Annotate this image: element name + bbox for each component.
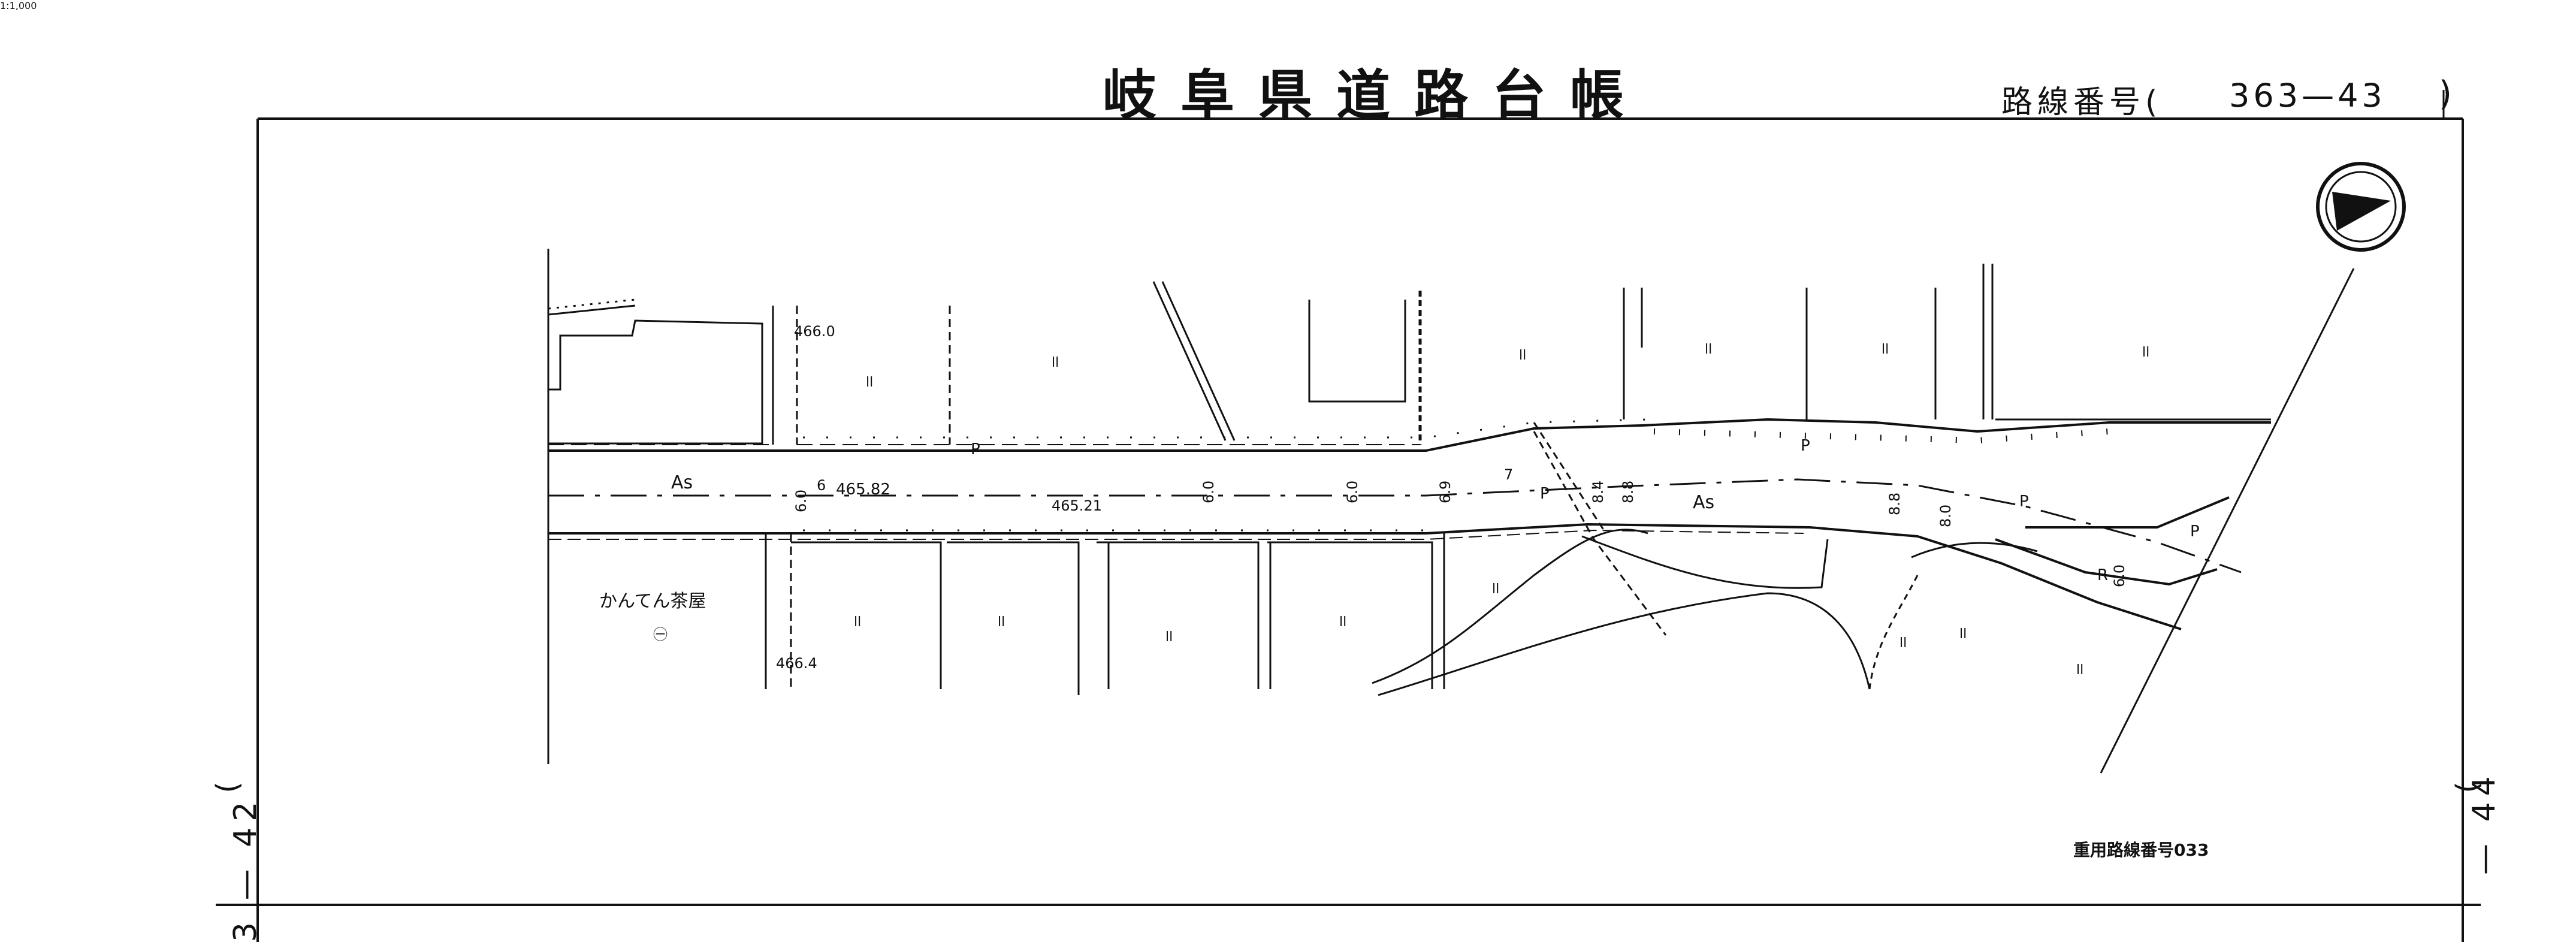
width-1: 6 [817,477,826,494]
landuse-mark: ll [1519,348,1526,363]
landuse-mark: ll [1165,630,1173,645]
sidewalk-label-2: P [1540,485,1550,503]
building-outline [547,298,763,445]
map-scale: 1:1,000 [0,0,37,11]
surface-label-1: As [671,472,693,493]
river-banks [1372,422,2038,696]
parcel-lines [772,264,2271,445]
parcel-lines-south [765,533,1445,695]
sidewalk-label-4: P [2019,493,2029,511]
width-3: 6.0 [1344,481,1361,503]
width-2: 6.0 [1200,481,1217,503]
sidewalk-label-5: P [2190,523,2200,541]
match-line [2100,268,2355,774]
road-edges [548,418,2271,630]
width-11: 6.0 [2111,564,2128,587]
route-number-label: 路線番号( [2001,84,2163,120]
width-10: 8.0 [1937,505,1954,527]
width-4: 6.0 [793,490,810,512]
width-8: 8.8 [1620,481,1636,503]
ramp-label: R [2097,566,2108,584]
road-centerline [548,478,2242,573]
place-name: かんてん茶屋 [599,591,706,612]
footnote: 重用路線番号033 [2073,840,2209,860]
landuse-mark: ll [866,375,873,390]
building-symbol: ㊀ [653,626,668,643]
sidewalk-label-1: P [971,440,980,458]
width-9: 8.8 [1886,493,1903,515]
landuse-mark: ll [1959,627,1967,642]
landuse-mark: ll [1882,342,1889,357]
width-7: 8.4 [1590,481,1606,503]
landuse-mark: ll [854,615,861,630]
landuse-mark: ll [1899,636,1907,651]
landuse-mark: ll [998,615,1005,630]
spot-height-4: 465.21 [1052,497,1102,514]
landuse-mark: ll [1339,615,1346,630]
sheet-frame [216,117,2481,942]
route-number-value: 363—43 [2229,77,2386,114]
landuse-mark: ll [1492,582,1499,597]
landuse-marks: ll ll ll ll ll ll ll ll ll ll ll ll ll l… [854,342,2149,678]
width-6: 7 [1504,466,1513,483]
landuse-mark: ll [1705,342,1712,357]
north-arrow-icon [2316,162,2406,252]
spot-height-1: 466.0 [794,323,835,340]
sidewalk-label-3: P [1801,437,1810,455]
landuse-mark: ll [1052,355,1059,370]
map-labels: 466.0 466.4 465.82 465.21 As As P P P P … [599,323,2209,860]
landuse-mark: ll [2076,663,2083,678]
page-title: 岐阜県道路台帳 [1103,64,1648,127]
spot-height-2: 466.4 [776,655,817,672]
route-number-close-paren: ) [2439,74,2452,113]
landuse-mark: ll [2142,345,2149,360]
surface-label-2: As [1693,492,1714,513]
width-5: 6.9 [1437,481,1454,503]
spot-height-3: 465.82 [836,481,890,499]
